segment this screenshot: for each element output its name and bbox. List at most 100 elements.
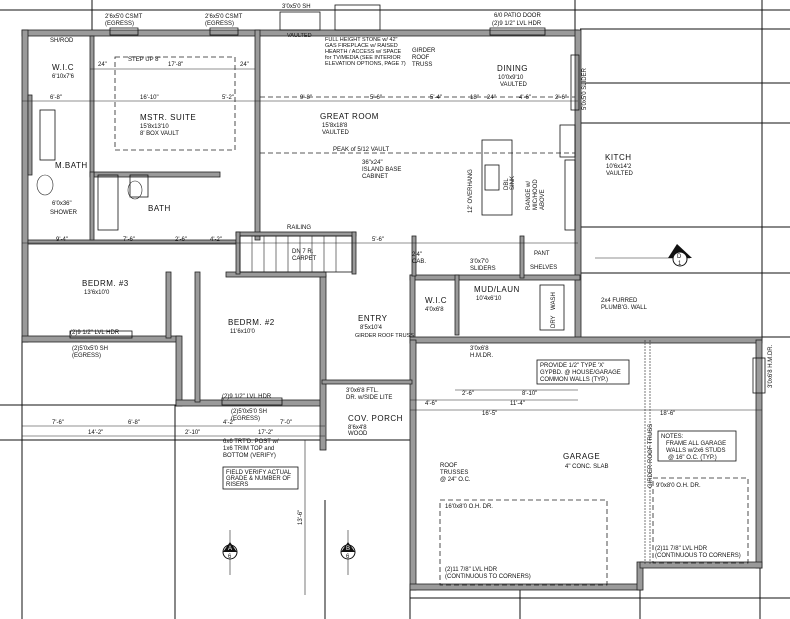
dimension: 18'-6" [660, 411, 675, 417]
wic2-name: W.I.C [425, 296, 447, 305]
cabinet-note: 2'4" [412, 252, 422, 258]
field-verify-note: RISERS [226, 482, 248, 488]
dimension: 14'-2" [88, 430, 103, 436]
provide-note: PROVIDE 1/2" TYPE 'X' [540, 363, 604, 369]
mudlaun-name: MUD/LAUN [474, 285, 520, 294]
dimension: 7'-0" [280, 420, 292, 426]
section-marker-a: A 6 [222, 530, 238, 575]
railing-note: RAILING [287, 225, 311, 231]
island-note: CABINET [362, 174, 388, 180]
dimension: 5'-6" [370, 95, 382, 101]
dimension: 17'-8" [168, 62, 183, 68]
stairs-note: CARPET [292, 256, 317, 262]
door-label: 3'0x6'8 H.M.DR. [768, 344, 774, 388]
garage-notes: FRAME ALL GARAGE [666, 441, 726, 447]
dimension: 24" [98, 62, 107, 68]
great-room-name: GREAT ROOM [320, 112, 379, 121]
dimension: 5'-6" [372, 237, 384, 243]
window-label: 2'6x5'0 CSMT [105, 14, 143, 20]
garage-size: 4" CONC. SLAB [565, 464, 608, 470]
dimension-lines [22, 68, 762, 595]
dimension: 17'-2" [258, 430, 273, 436]
provide-note: COMMON WALLS (TYP.) [540, 377, 608, 383]
dimension: 8'-10" [522, 391, 537, 397]
range-note: RANGE w/ [526, 181, 532, 210]
dimension: 24" [240, 62, 249, 68]
mstr-suite-note: 8' BOX VAULT [140, 131, 179, 137]
bedroom-3-name: BEDRM. #3 [82, 279, 129, 288]
bedroom-3-size: 13'6x10'0 [84, 290, 110, 296]
step-up-note: STEP UP 8" [128, 57, 161, 63]
sink-note: SINK [510, 176, 516, 190]
section-sheet: 6 [228, 554, 232, 560]
garage-notes: NOTES: [661, 434, 684, 440]
door-label: H.M.DR. [470, 353, 493, 359]
furred-note: PLUMB'G. WALL [601, 305, 648, 311]
post-note: BOTTOM (VERIFY) [223, 453, 276, 459]
overhead-door-label: 9'0x8'0 O.H. DR. [656, 483, 701, 489]
window-note: (EGRESS) [72, 353, 101, 359]
header-label: (CONTINUOUS TO CORNERS) [655, 553, 741, 559]
bedroom-2-name: BEDRM. #2 [228, 318, 275, 327]
kitchen-name: KITCH [605, 153, 632, 162]
kitchen-note: VAULTED [606, 171, 633, 177]
mstr-suite-size: 15'8x13'10 [140, 124, 169, 130]
entry-door-note: DR. w/SIDE LITE [346, 395, 392, 401]
dining-note: VAULTED [500, 82, 527, 88]
mudlaun-size: 10'4x6'10 [476, 296, 502, 302]
window-label: 2'6x5'0 CSMT [205, 14, 243, 20]
dimension-labels: 24" 17'-8" 24" 6'-8" 16'-10" 5'-2" 9'-8"… [50, 62, 675, 525]
fixtures [36, 4, 766, 406]
dimension: 16'-5" [482, 411, 497, 417]
vaulted-note: VAULTED [287, 33, 312, 39]
mstr-suite-name: MSTR. SUITE [140, 113, 196, 122]
window-note: (EGRESS) [105, 21, 134, 27]
section-marker-d: D 1 [595, 244, 692, 267]
porch-size: 8'6x4'8 [348, 425, 367, 431]
peak-note: PEAK of 5/12 VAULT [333, 147, 389, 153]
dining-size: 10'0x9'10 [498, 75, 524, 81]
dimension: 2'-6" [462, 391, 474, 397]
shower-name: SHOWER [50, 210, 78, 216]
truss-note: ROOF [440, 463, 458, 469]
dimension: 11'-4" [510, 401, 525, 407]
dimension: 7'-6" [52, 420, 64, 426]
girder-note: TRUSS [412, 62, 432, 68]
dimension: 9'-8" [300, 95, 312, 101]
walls [21, 29, 763, 591]
bath-name: BATH [148, 204, 171, 213]
range-note: MIC/HOOD [533, 179, 539, 210]
girder-note: GIRDER [412, 48, 436, 54]
stone-note-3: HEARTH / ACCESS w/ SPACE [325, 49, 402, 55]
construction-notes: (2)9 1/2" LVL HDR (2)5'0x5'0 SH (EGRESS)… [70, 330, 774, 580]
section-sheet: 1 [678, 261, 682, 267]
top-annotations: 2'6x5'0 CSMT (EGRESS) 2'6x5'0 CSMT (EGRE… [105, 4, 542, 68]
great-room-size: 15'8x18'8 [322, 123, 348, 129]
dimension: 5'-2" [222, 95, 234, 101]
dimension: 6'-8" [128, 420, 140, 426]
shelves-label: SHELVES [530, 265, 557, 271]
cabinet-note: CAB. [412, 259, 426, 265]
dimension: 5'-4" [430, 95, 442, 101]
door-label: 3'0x6'8 [470, 346, 489, 352]
stone-note-1: FULL HEIGHT STONE w/ 42" [325, 37, 398, 43]
dimension: 7'-6" [123, 237, 135, 243]
stone-note-5: ELEVATION OPTIONS, PAGE 7) [325, 61, 406, 67]
window-label: (2)5'0x5'0 SH [231, 409, 267, 415]
sink-note: DBL [504, 178, 510, 190]
shower-size: 6'0x36" [52, 201, 72, 207]
garage-notes: WALLS w/2x6 STUDS [666, 448, 725, 454]
field-verify-note: FIELD VERIFY ACTUAL [226, 470, 292, 476]
header-label: (CONTINUOUS TO CORNERS) [445, 574, 531, 580]
entry-name: ENTRY [358, 314, 388, 323]
sliders-note: 3'0x7'0 [470, 259, 489, 265]
section-letter: B [346, 546, 350, 552]
dashed-lines [114, 56, 749, 586]
furred-note: 2x4 FURRED [601, 298, 638, 304]
window-label: 3'0x5'0 SH [282, 4, 311, 10]
header-label: (2)11 7/8" LVL HDR [655, 546, 708, 552]
dimension: 16'-10" [140, 95, 159, 101]
stone-note-4: for TV/MEDIA (SEE INTERIOR [325, 55, 401, 61]
window-note: (EGRESS) [231, 416, 260, 422]
